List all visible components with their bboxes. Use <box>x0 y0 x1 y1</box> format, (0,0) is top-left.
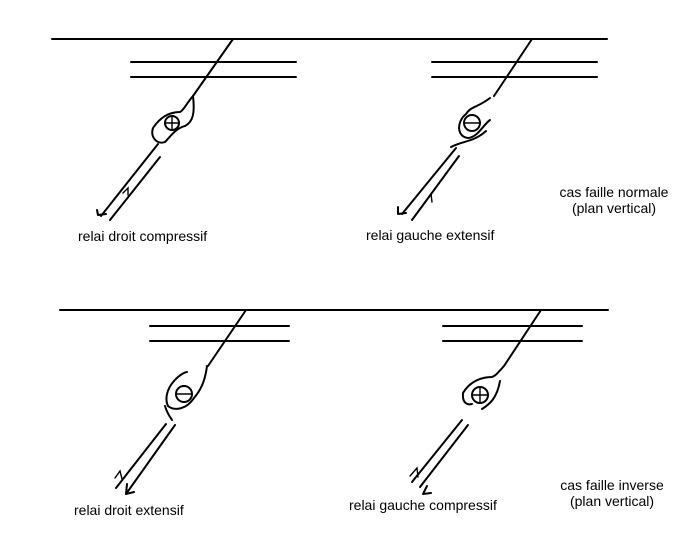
fault-panel-gauche-compressif <box>409 309 583 495</box>
fault-panel-gauche-extensif <box>397 38 598 221</box>
caption-normal: cas faille normale (plan vertical) <box>544 184 684 216</box>
caption-normal-line2: (plan vertical) <box>571 200 657 216</box>
panel-label-2: relai gauche extensif <box>366 227 495 243</box>
caption-inverse: cas faille inverse (plan vertical) <box>542 477 682 509</box>
fault-panel-droit-compressif <box>96 38 297 221</box>
caption-inverse-line2: (plan vertical) <box>569 493 655 509</box>
fault-panel-droit-extensif <box>114 309 290 495</box>
caption-inverse-line1: cas faille inverse <box>560 477 664 493</box>
caption-normal-line1: cas faille normale <box>559 184 669 200</box>
panel-label-3: relai droit extensif <box>74 502 184 518</box>
panel-label-1: relai droit compressif <box>78 228 208 244</box>
panel-label-4: relai gauche compressif <box>349 497 497 513</box>
